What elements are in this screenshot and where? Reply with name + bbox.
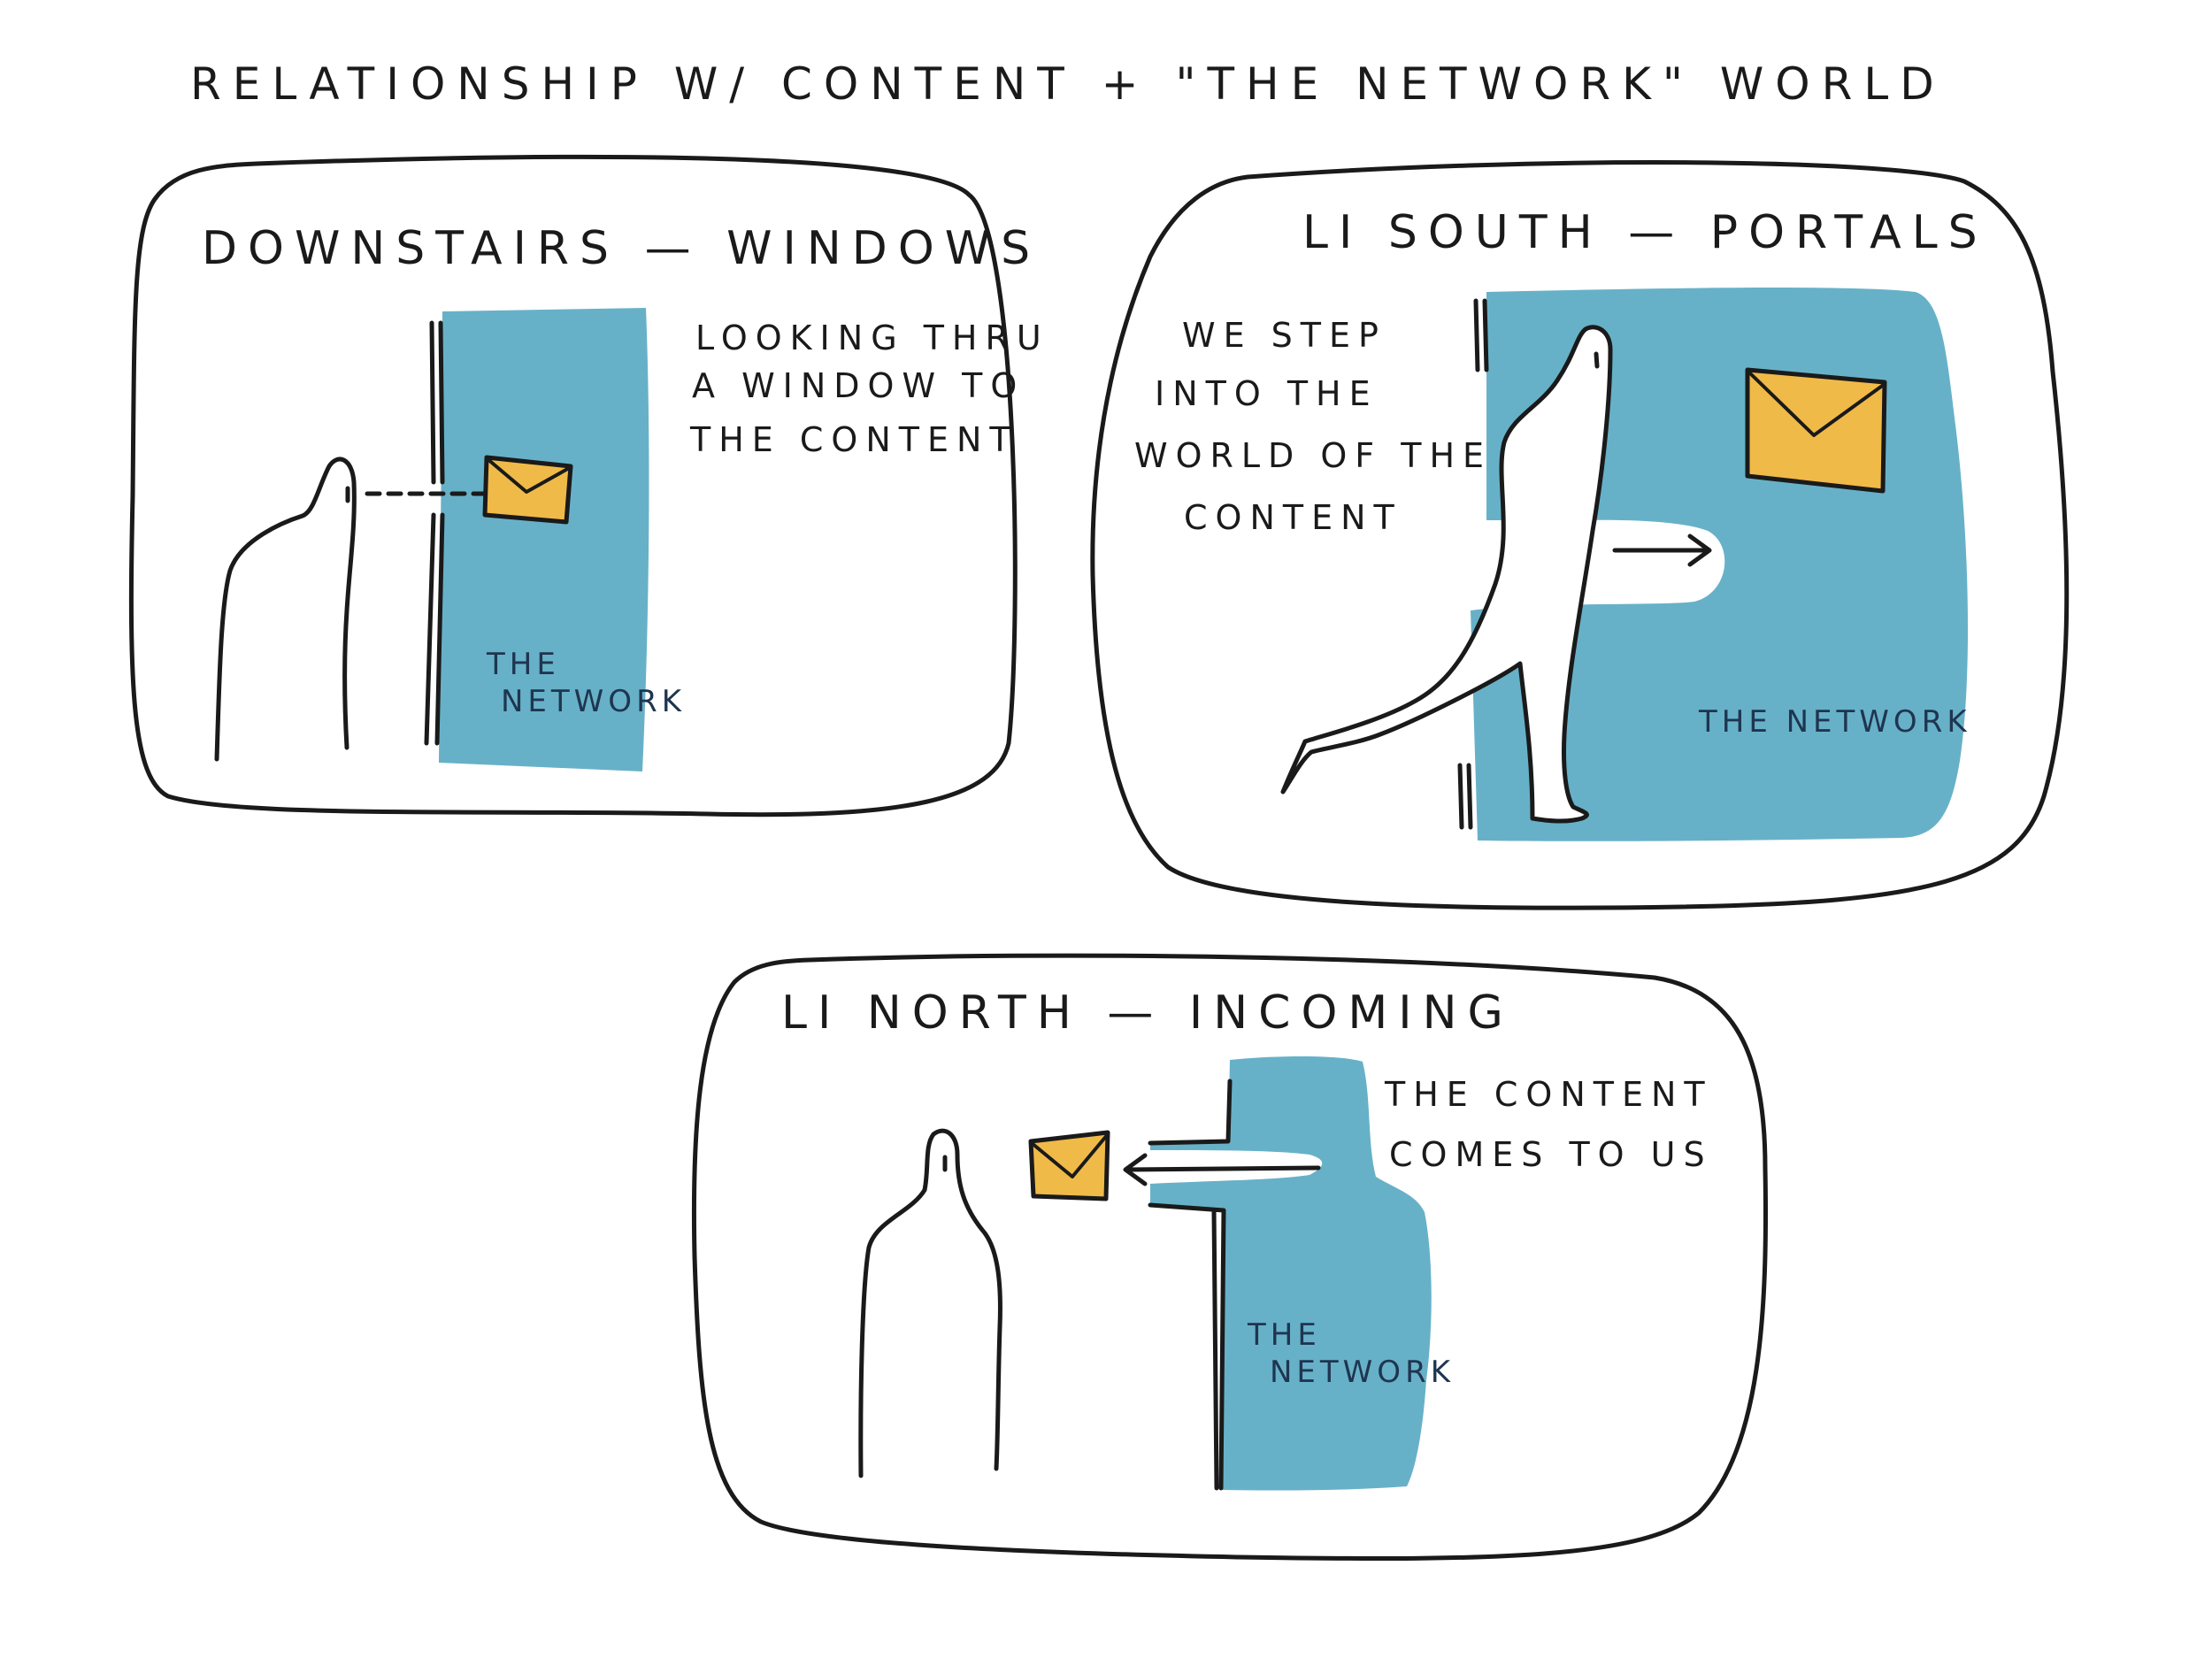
person-figure bbox=[1280, 325, 1613, 824]
envelope-icon bbox=[482, 455, 573, 525]
arrow-icon bbox=[1123, 1153, 1321, 1186]
panel-note-line: THE CONTENT bbox=[689, 420, 1018, 459]
panel-note-line: INTO THE bbox=[1155, 374, 1379, 413]
panel-note-line: A WINDOW TO bbox=[692, 366, 1025, 405]
panel-note-line: WORLD OF THE bbox=[1134, 436, 1492, 475]
network-region bbox=[1150, 1056, 1432, 1491]
panel-title: LI NORTH — INCOMING bbox=[781, 986, 1514, 1040]
person-eye bbox=[1594, 351, 1600, 369]
panel-li-north: LI NORTH — INCOMING THE NETWORK THE CONT… bbox=[691, 953, 1769, 1562]
network-label-line: THE bbox=[486, 647, 560, 682]
panel-note-line: COMES TO US bbox=[1389, 1135, 1713, 1174]
person-figure bbox=[858, 1128, 1002, 1478]
person-figure bbox=[214, 457, 357, 762]
panel-note-line: CONTENT bbox=[1184, 498, 1402, 537]
panel-frame bbox=[1090, 160, 2070, 910]
panel-frame bbox=[128, 154, 1018, 817]
network-label-line: NETWORK bbox=[1270, 1355, 1455, 1390]
network-label-line: THE NETWORK bbox=[1698, 704, 1971, 740]
panel-note-line: LOOKING THRU bbox=[695, 319, 1049, 357]
window-frame bbox=[424, 320, 445, 746]
panel-downstairs: DOWNSTAIRS — WINDOWS THE NETWORK LOOKING… bbox=[128, 154, 1049, 817]
envelope-icon bbox=[1745, 367, 1887, 494]
envelope-icon bbox=[1028, 1130, 1110, 1201]
panel-title: DOWNSTAIRS — WINDOWS bbox=[202, 222, 1041, 275]
panel-title: LI SOUTH — PORTALS bbox=[1302, 206, 1988, 259]
page-title: RELATIONSHIP W/ CONTENT + "THE NETWORK" … bbox=[190, 58, 1946, 110]
panel-note-line: WE STEP bbox=[1182, 316, 1386, 355]
panel-frame bbox=[691, 953, 1769, 1562]
network-label-line: NETWORK bbox=[501, 684, 686, 719]
network-region bbox=[439, 308, 649, 771]
arrow-icon bbox=[1612, 533, 1712, 567]
network-label-line: THE bbox=[1247, 1317, 1321, 1353]
doorway-frame bbox=[1148, 1078, 1233, 1491]
panel-note-line: THE CONTENT bbox=[1384, 1075, 1713, 1114]
doorway-frame bbox=[1457, 298, 1489, 830]
panel-li-south: LI SOUTH — PORTALS THE NETWORK WE STEP I… bbox=[1090, 160, 2070, 910]
